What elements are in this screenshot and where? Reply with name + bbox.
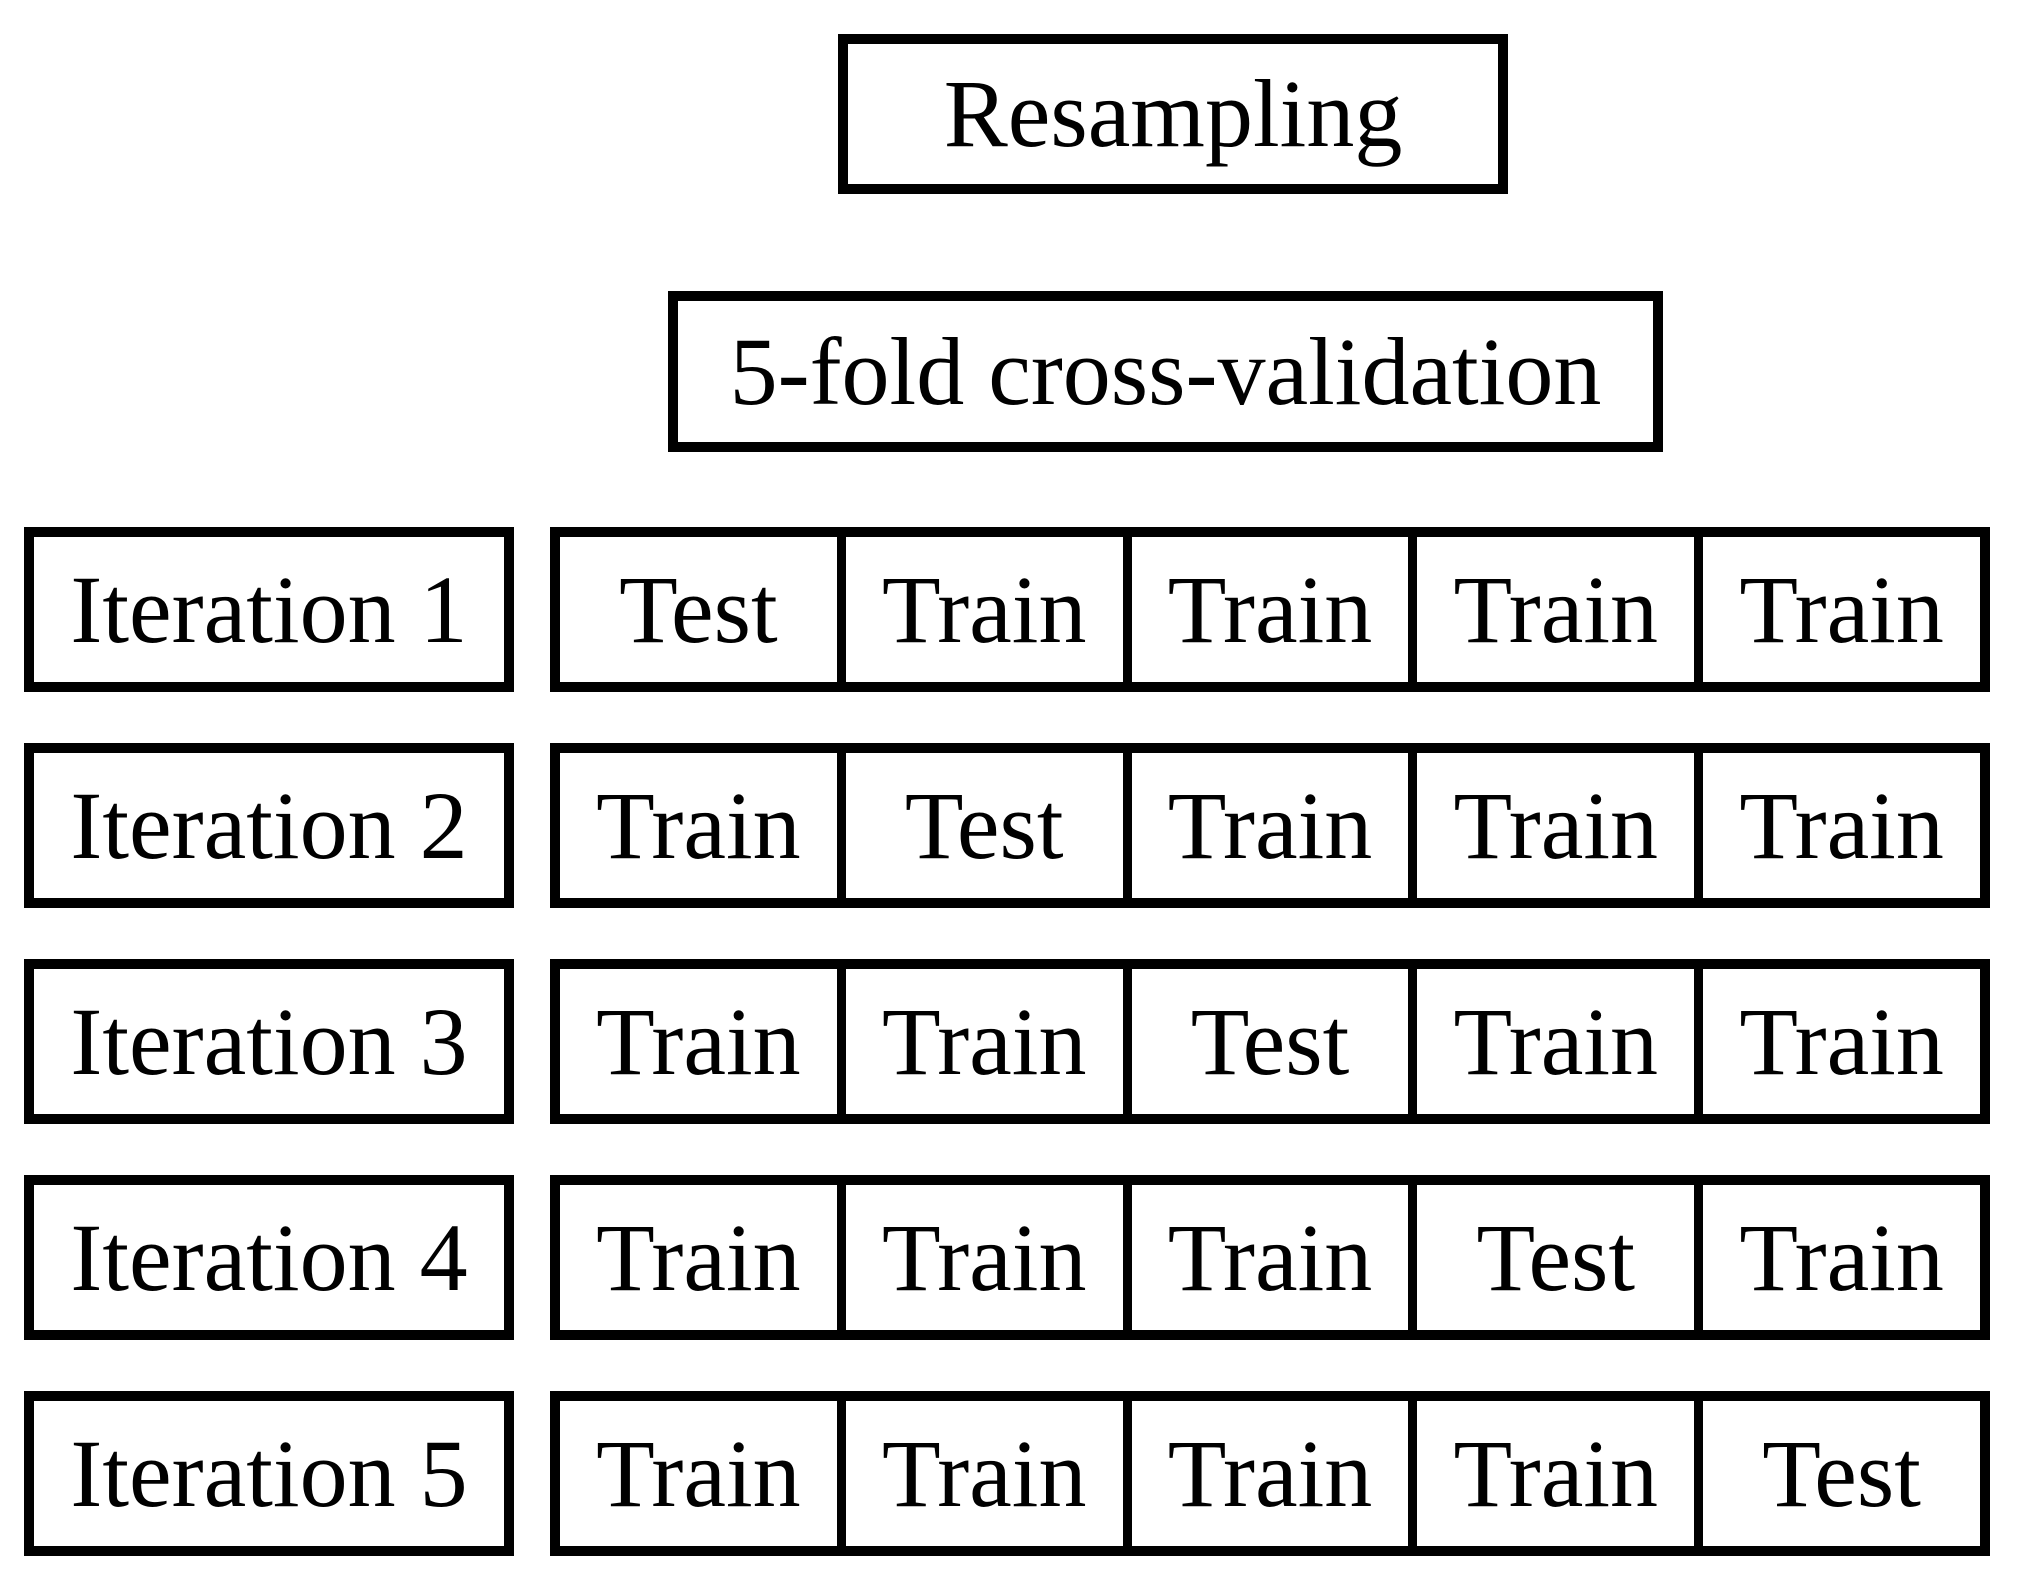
fold-cell-label: Train — [1739, 771, 1944, 879]
fold-cell: Train — [1694, 753, 1980, 898]
cv-method-box: 5-fold cross-validation — [668, 291, 1663, 452]
fold-cell: Train — [1122, 753, 1409, 898]
fold-cell-label: Train — [881, 987, 1087, 1095]
fold-cell: Train — [1408, 537, 1694, 682]
fold-cell: Train — [1122, 1401, 1409, 1546]
iteration-1-label-box: Iteration 1 — [24, 527, 514, 692]
fold-cell-label: Train — [1739, 1203, 1944, 1311]
iteration-5-label-box: Iteration 5 — [24, 1391, 514, 1556]
fold-cell: Train — [836, 969, 1123, 1114]
iteration-label: Iteration 5 — [70, 1419, 468, 1527]
fold-cell: Test — [1408, 1185, 1694, 1330]
iteration-label: Iteration 2 — [70, 771, 468, 879]
fold-cell-label: Train — [881, 1419, 1087, 1527]
fold-cell: Train — [560, 969, 837, 1114]
iteration-2-folds: Train Test Train Train Train — [550, 743, 1990, 908]
fold-cell: Train — [1694, 1185, 1980, 1330]
fold-cell-label: Train — [1167, 1419, 1373, 1527]
iteration-label: Iteration 3 — [70, 987, 468, 1095]
fold-cell-label: Train — [596, 1419, 801, 1527]
fold-cell-label: Train — [596, 1203, 801, 1311]
iteration-4-label-box: Iteration 4 — [24, 1175, 514, 1340]
fold-cell-label: Train — [596, 987, 801, 1095]
fold-cell: Train — [1122, 537, 1409, 682]
fold-cell-label: Test — [1190, 987, 1350, 1095]
fold-cell: Test — [560, 537, 837, 682]
fold-cell-label: Test — [619, 555, 778, 663]
fold-cell-label: Train — [1453, 771, 1659, 879]
iteration-label: Iteration 1 — [70, 555, 468, 663]
fold-cell: Train — [560, 753, 837, 898]
iteration-1-folds: Test Train Train Train Train — [550, 527, 1990, 692]
fold-cell-label: Train — [1453, 555, 1659, 663]
fold-cell: Train — [836, 1401, 1123, 1546]
cv-method-label: 5-fold cross-validation — [729, 317, 1602, 425]
fold-cell-label: Train — [1739, 555, 1944, 663]
fold-cell: Test — [1122, 969, 1409, 1114]
fold-cell: Train — [560, 1401, 837, 1546]
fold-cell-label: Train — [881, 1203, 1087, 1311]
fold-cell: Train — [836, 1185, 1123, 1330]
fold-cell: Test — [836, 753, 1123, 898]
fold-cell-label: Train — [881, 555, 1087, 663]
fold-cell-label: Test — [904, 771, 1064, 879]
iteration-label: Iteration 4 — [70, 1203, 468, 1311]
fold-cell-label: Train — [1167, 555, 1373, 663]
fold-cell: Train — [1122, 1185, 1409, 1330]
fold-cell-label: Train — [1739, 987, 1944, 1095]
fold-cell: Train — [1408, 969, 1694, 1114]
fold-cell: Train — [836, 537, 1123, 682]
fold-cell: Train — [1408, 753, 1694, 898]
iteration-3-folds: Train Train Test Train Train — [550, 959, 1990, 1124]
fold-cell: Train — [1694, 537, 1980, 682]
iteration-3-label-box: Iteration 3 — [24, 959, 514, 1124]
fold-cell-label: Train — [1167, 1203, 1373, 1311]
fold-cell-label: Train — [596, 771, 801, 879]
fold-cell-label: Test — [1476, 1203, 1636, 1311]
iteration-5-folds: Train Train Train Train Test — [550, 1391, 1990, 1556]
fold-cell: Train — [1694, 969, 1980, 1114]
fold-cell: Train — [560, 1185, 837, 1330]
resampling-box: Resampling — [838, 34, 1508, 194]
fold-cell-label: Test — [1762, 1419, 1921, 1527]
iteration-2-label-box: Iteration 2 — [24, 743, 514, 908]
fold-cell-label: Train — [1453, 1419, 1659, 1527]
fold-cell-label: Train — [1453, 987, 1659, 1095]
fold-cell: Train — [1408, 1401, 1694, 1546]
fold-cell-label: Train — [1167, 771, 1373, 879]
fold-cell: Test — [1694, 1401, 1980, 1546]
resampling-label: Resampling — [943, 60, 1403, 168]
iteration-4-folds: Train Train Train Test Train — [550, 1175, 1990, 1340]
